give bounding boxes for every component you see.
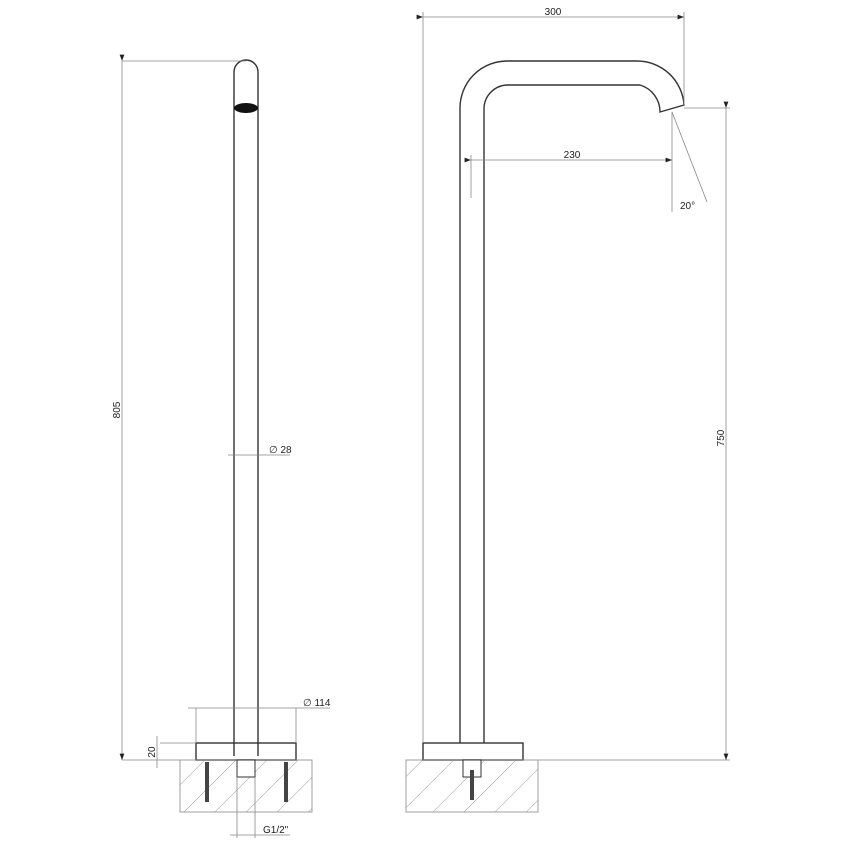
anchor-bolt-right [284,762,288,802]
side-spout [459,60,685,743]
front-base-plate [195,742,297,761]
pipe-diameter-label: ∅ 28 [269,445,292,456]
height-805-label: 805 [112,401,123,418]
width-300-label: 300 [545,7,562,18]
anchor-bolt-left [205,762,209,802]
angle-label: 20° [680,201,695,212]
front-view: 805 ∅ 28 ∅ 114 20 G1/2" [112,54,331,838]
front-connector [236,759,256,778]
connection-label: G1/2" [263,825,289,836]
height-750-label: 750 [716,429,727,446]
side-view: 300 230 20° 750 [405,7,730,813]
base-diameter-label: ∅ 114 [303,698,331,709]
side-base-plate [422,742,524,761]
base-thickness-label: 20 [147,746,158,758]
front-pipe [233,59,259,756]
side-anchor-bolt [470,770,474,800]
reach-230-label: 230 [564,150,581,161]
aerator-icon [234,103,258,113]
